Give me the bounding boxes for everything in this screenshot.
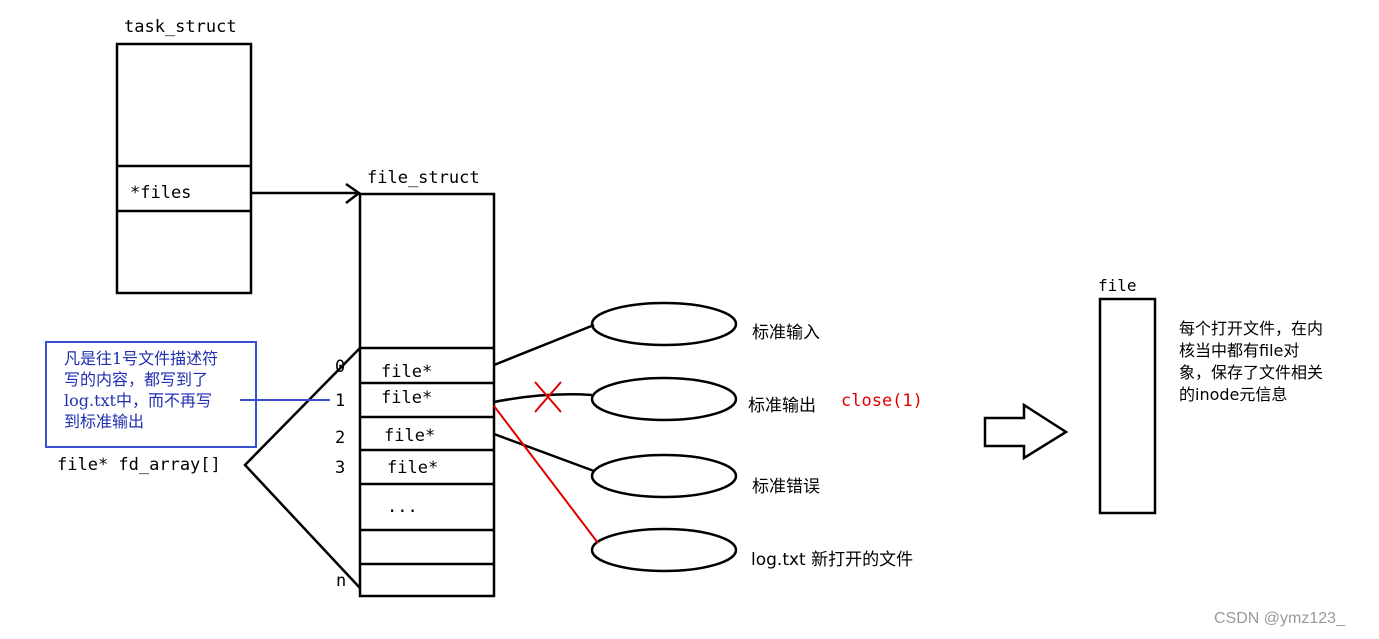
note-box [45,341,257,448]
fd-index-2: 2 [335,428,346,448]
desc-line-1: 每个打开文件，在内 [1179,319,1324,338]
file-struct-title: file_struct [367,168,480,188]
stdout-ellipse [590,376,738,422]
fd-index-1: 1 [335,391,346,411]
close-call-label: close(1) [841,391,923,411]
log-ellipse [590,527,738,573]
fd-index-0: 0 [335,357,346,377]
files-field-label: *files [130,183,192,203]
slot-0-label: file* [381,362,433,382]
fd-index-3: 3 [335,458,346,478]
slot-2-label: file* [384,426,436,446]
stdin-ellipse [590,301,738,347]
slot-ellipsis: ... [387,497,418,517]
fd-array-label: file* fd_array[] [57,455,221,475]
closed-cross-b [534,381,562,413]
note-line-3: log.txt中，而不再写 [64,391,212,410]
slot-1-label: file* [381,388,433,408]
fd1-old-link [493,393,593,404]
stdout-label: 标准输出 [748,396,816,416]
file-object-description: 每个打开文件，在内 核当中都有file对 象，保存了文件相关 的inode元信息 [1179,318,1323,406]
desc-line-3: 象，保存了文件相关 [1179,363,1324,382]
note-line-4: 到标准输出 [64,412,145,431]
task-struct-title: task_struct [124,17,237,37]
desc-line-4: 的inode元信息 [1179,385,1288,404]
redirect-note: 凡是往1号文件描述符 写的内容，都写到了 log.txt中，而不再写 到标准输出 [64,348,218,432]
desc-line-2: 核当中都有file对 [1179,341,1300,360]
fd2-link [493,432,595,473]
watermark: CSDN @ymz123_ [1214,610,1345,627]
file-object-title: file [1098,276,1137,295]
fd0-link [493,323,595,367]
log-file-label: log.txt 新打开的文件 [751,550,914,570]
stdin-label: 标准输入 [752,323,820,343]
slot-3-label: file* [387,458,439,478]
note-line-2: 写的内容，都写到了 [64,370,209,389]
fd1-redirect-link [493,405,599,544]
hollow-arrow [983,402,1069,461]
fd-index-n: n [336,571,347,591]
stderr-ellipse [590,453,738,499]
note-line-1: 凡是往1号文件描述符 [64,349,219,368]
file-struct-box [358,192,496,598]
stderr-label: 标准错误 [752,477,820,497]
file-object-box [1098,297,1157,515]
fd-array-bracket [243,347,361,589]
task-struct-box [115,42,253,295]
